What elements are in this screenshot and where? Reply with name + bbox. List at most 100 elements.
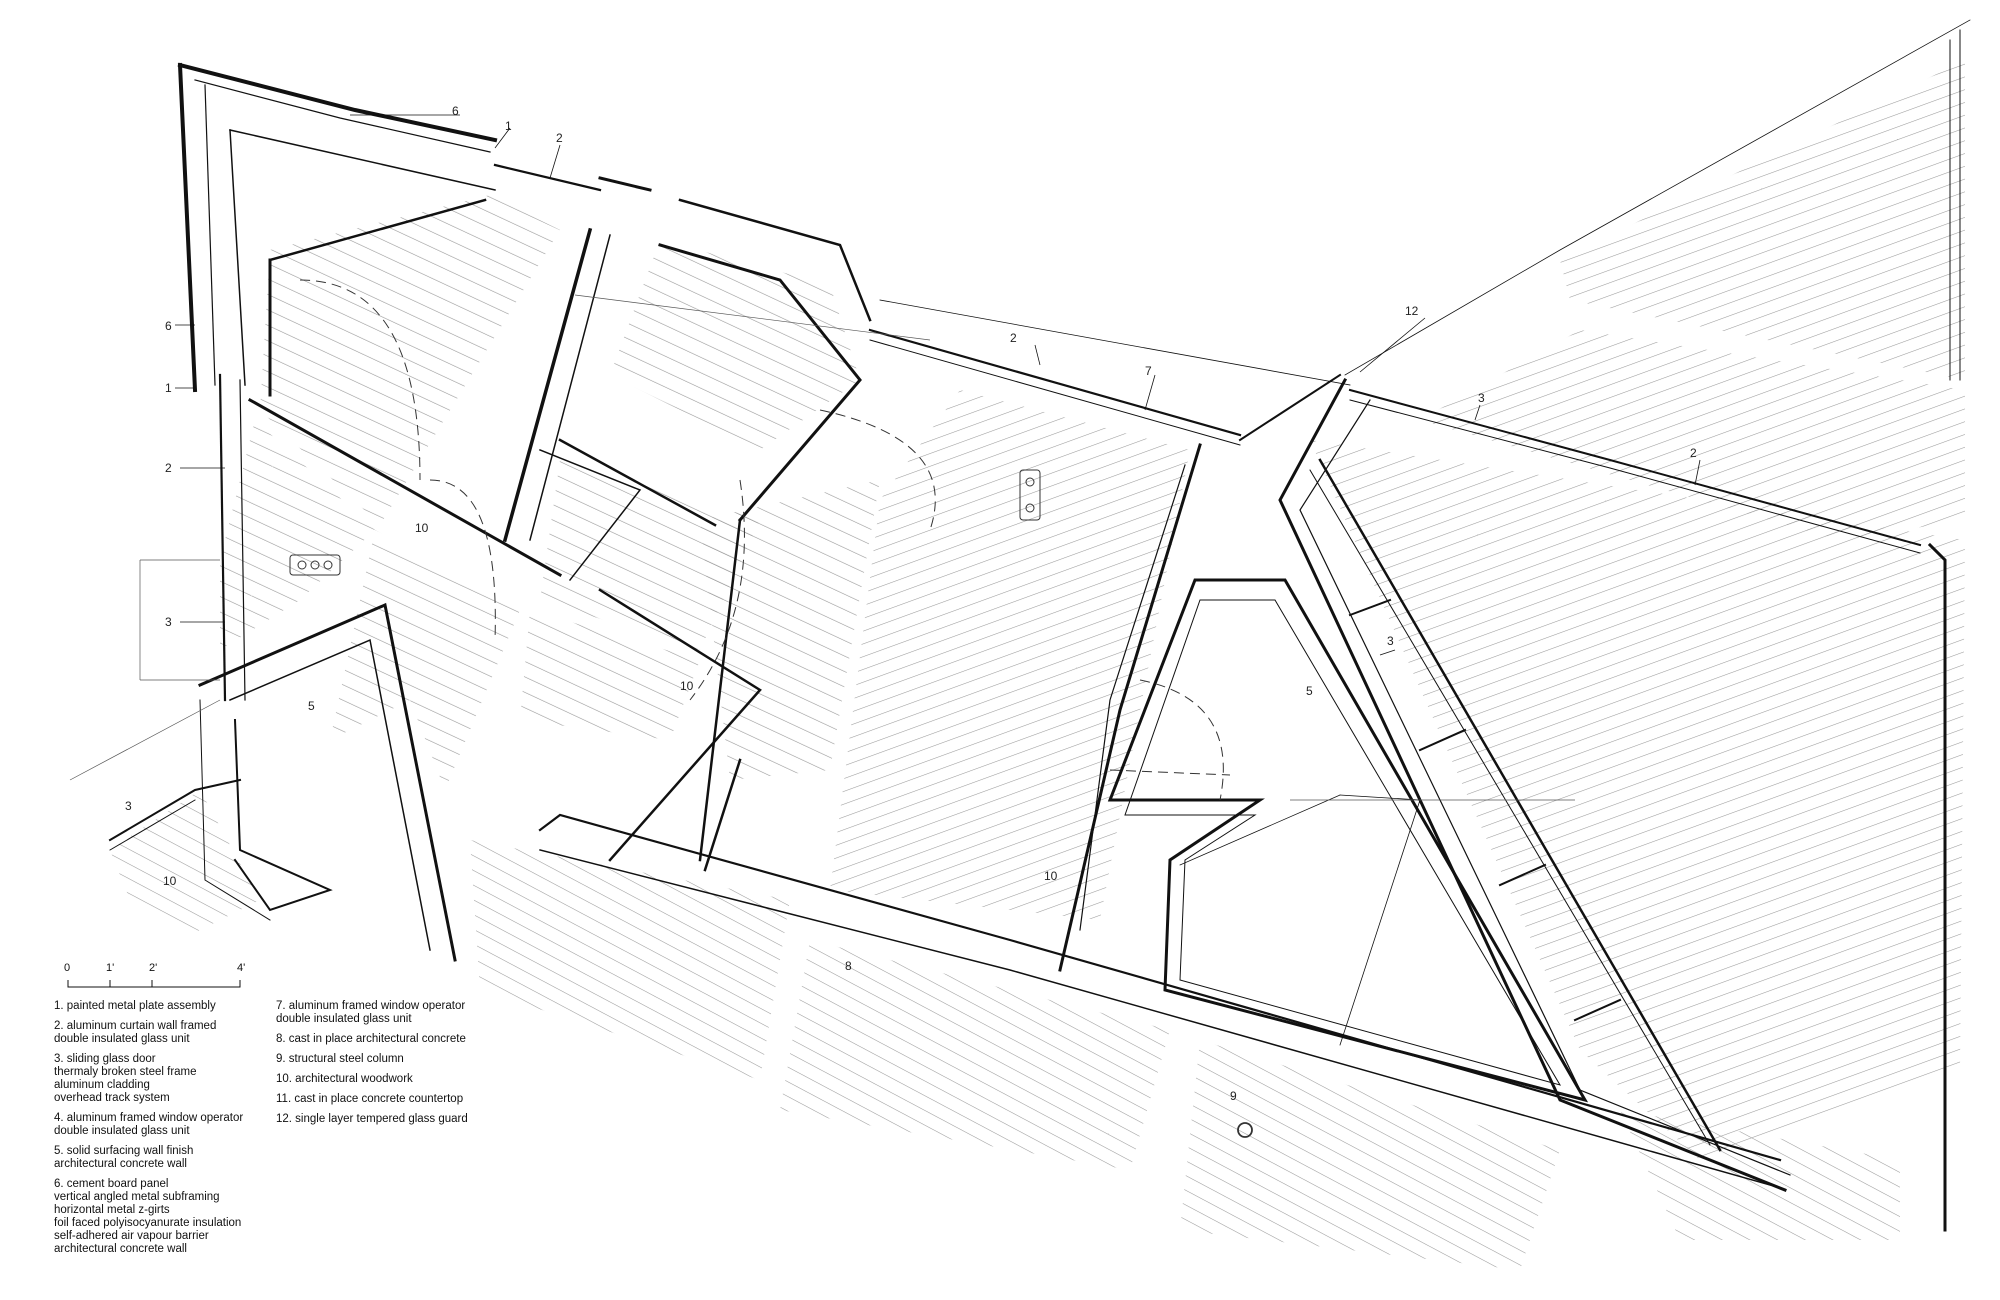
scale-bar <box>67 980 241 988</box>
interior-wall <box>539 449 642 582</box>
tag-label: 12 <box>1405 304 1419 318</box>
exterior-cladding-wall <box>204 84 216 386</box>
leader-line <box>1034 344 1041 366</box>
floor-zone <box>1420 330 1965 540</box>
fixtures <box>289 469 1253 1138</box>
interior-wall <box>598 588 762 862</box>
interior-wall <box>268 198 487 262</box>
legend-item: 12. single layer tempered glass guard <box>276 1113 476 1126</box>
tag-label: 10 <box>163 874 177 888</box>
scale-labels: 0 1' 2' 4' <box>54 962 254 984</box>
tag-label: 2 <box>556 131 563 145</box>
floor-zone <box>220 420 375 650</box>
door-swings <box>299 279 1231 801</box>
door-swing-arc <box>819 409 936 531</box>
interior-partition <box>1418 728 1467 752</box>
curtain-wall <box>598 176 652 192</box>
leader-line <box>549 144 561 179</box>
reference-line <box>69 699 221 781</box>
exterior-wall <box>229 129 496 191</box>
tag-label: 8 <box>845 959 852 973</box>
interior-partition <box>1348 598 1392 617</box>
legend-line: 6. cement board panel <box>54 1178 169 1190</box>
door-swing-arc <box>689 479 745 701</box>
tag-label: 2 <box>1010 331 1017 345</box>
legend-line: double insulated glass unit <box>276 1013 412 1025</box>
scale-tick: 4' <box>237 962 246 974</box>
exterior-cladding-wall <box>194 79 491 153</box>
interior-wall <box>529 234 611 541</box>
tag-label: 2 <box>1690 446 1697 460</box>
exterior-wall <box>229 129 246 386</box>
legend-line: 11. cast in place concrete countertop <box>276 1093 464 1105</box>
outlet-icon <box>1025 503 1035 513</box>
floor-zone <box>260 195 560 525</box>
number-tags: 6 1 2 6 1 2 3 10 5 10 3 10 2 7 12 3 2 3 … <box>125 104 1697 1103</box>
legend-line: horizontal metal z-girts <box>54 1204 170 1216</box>
curtain-wall <box>678 198 872 322</box>
door-swing-arc <box>299 279 421 481</box>
interior-wall <box>703 758 742 872</box>
interior-wall <box>502 227 593 543</box>
tag-label: 10 <box>415 521 429 535</box>
fixture-outlet <box>1019 469 1041 521</box>
legend-line: architectural concrete wall <box>54 1158 187 1170</box>
tag-label: 1 <box>165 381 172 395</box>
floor-zone <box>780 940 1170 1170</box>
structural-column-icon <box>1237 1122 1253 1138</box>
glass-guard <box>1344 19 1971 376</box>
scale-tick: 1' <box>106 962 115 974</box>
exterior-cladding-wall <box>177 62 498 143</box>
floor-zone <box>520 610 700 740</box>
tag-label: 10 <box>1044 869 1058 883</box>
tag-label: 1 <box>505 119 512 133</box>
solid-surface-wall <box>199 699 271 921</box>
interior-partition <box>1498 863 1547 887</box>
floor-zone <box>540 460 760 650</box>
tag-label: 3 <box>165 615 172 629</box>
fixture-outlet <box>289 554 341 576</box>
leaders <box>175 114 1701 656</box>
tag-label: 5 <box>1306 684 1313 698</box>
woodwork-wall <box>1058 443 1202 972</box>
legend-line: 10. architectural woodwork <box>276 1073 413 1085</box>
outlet-icon <box>323 560 333 570</box>
legend-line: architectural concrete wall <box>54 1243 187 1255</box>
legend-item: 8. cast in place architectural concrete <box>276 1033 476 1046</box>
legend-line: self-adhered air vapour barrier <box>54 1230 209 1242</box>
interior-wall <box>658 243 862 523</box>
scale-tick: 0 <box>64 962 71 974</box>
diagonal-concrete-wall <box>1318 458 1722 1152</box>
reference-lines <box>69 294 1575 801</box>
floor-zone <box>330 530 520 790</box>
curtain-wall <box>1349 399 1921 554</box>
scale-bar-line <box>67 980 241 988</box>
reference-line <box>574 294 931 341</box>
door-swing-arc <box>1109 769 1231 776</box>
legend-line: aluminum cladding <box>54 1079 150 1091</box>
solid-surface-wall <box>233 718 333 912</box>
exterior-wall <box>1927 542 1947 1232</box>
sliding-glass-door <box>109 799 196 851</box>
tag-label: 9 <box>1230 1089 1237 1103</box>
tag-label: 2 <box>165 461 172 475</box>
leader-line <box>494 127 511 149</box>
legend-line: foil faced polyisocyanurate insulation <box>54 1217 242 1229</box>
floor-zone <box>470 840 790 1080</box>
legend-line: 12. single layer tempered glass guard <box>276 1113 468 1125</box>
triangular-room-wall <box>1179 794 1341 866</box>
outlet-icon <box>310 560 320 570</box>
outlet-icon <box>297 560 307 570</box>
curtain-wall <box>1348 388 1922 547</box>
tag-label: 3 <box>1387 634 1394 648</box>
floor-zone <box>610 240 860 450</box>
legend-line: thermaly broken steel frame <box>54 1066 197 1078</box>
leader-line <box>1694 459 1701 486</box>
outlet-icon <box>1025 477 1035 487</box>
legend-item: 11. cast in place concrete countertop <box>276 1093 476 1106</box>
curtain-wall <box>869 339 1241 446</box>
